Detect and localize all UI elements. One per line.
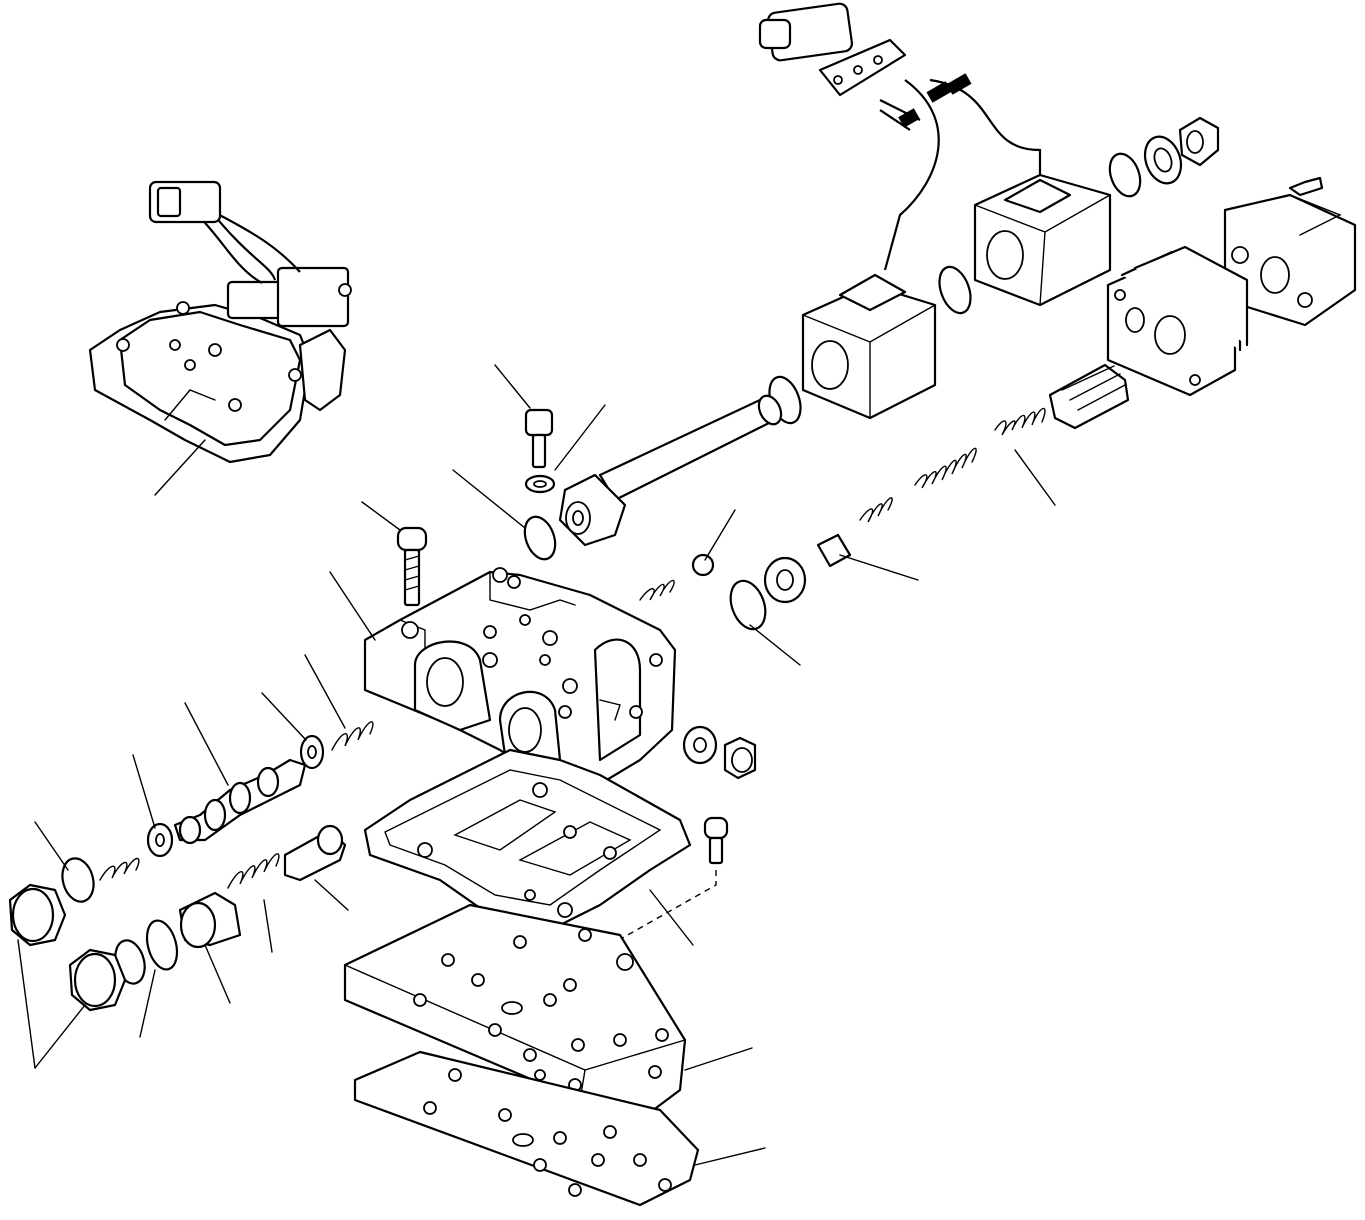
separator-plate-upper [343, 903, 687, 1122]
leader-line [684, 1047, 753, 1071]
solenoid-coil-upper [973, 173, 1112, 307]
leader-line [494, 364, 531, 409]
gasket [363, 748, 692, 932]
body-plug [682, 725, 757, 780]
valve-body [363, 567, 677, 792]
solenoid-coil-lower [801, 273, 937, 420]
leader-line [554, 404, 606, 471]
gasket-screw [703, 816, 729, 865]
leader-line [154, 439, 206, 496]
spool-stack-lower [114, 824, 347, 985]
leader-line [1014, 449, 1056, 506]
end-cover-and-gaskets [1106, 176, 1357, 397]
solenoid-stem [558, 394, 783, 547]
end-plugs [8, 883, 127, 1012]
leader-line [704, 509, 736, 561]
leader-line [749, 624, 801, 666]
wiring-harness [758, 2, 1042, 271]
leader-line [329, 571, 376, 641]
body-bolt [396, 526, 428, 607]
bolt-and-washer [523, 408, 557, 561]
separator-plate-lower [353, 1050, 700, 1207]
alignment-line [609, 870, 717, 946]
leader-line [839, 554, 919, 581]
leader-line [694, 1147, 766, 1166]
leader-line [649, 889, 694, 946]
valve-assembly-overview [88, 180, 352, 464]
spring-and-plunger-train [639, 363, 1130, 631]
leader-lines-left [17, 654, 349, 1069]
leader-line [452, 469, 526, 529]
leader-line [361, 501, 401, 531]
o-rings-and-nut [768, 116, 1220, 425]
spool-stack-upper [61, 721, 374, 903]
